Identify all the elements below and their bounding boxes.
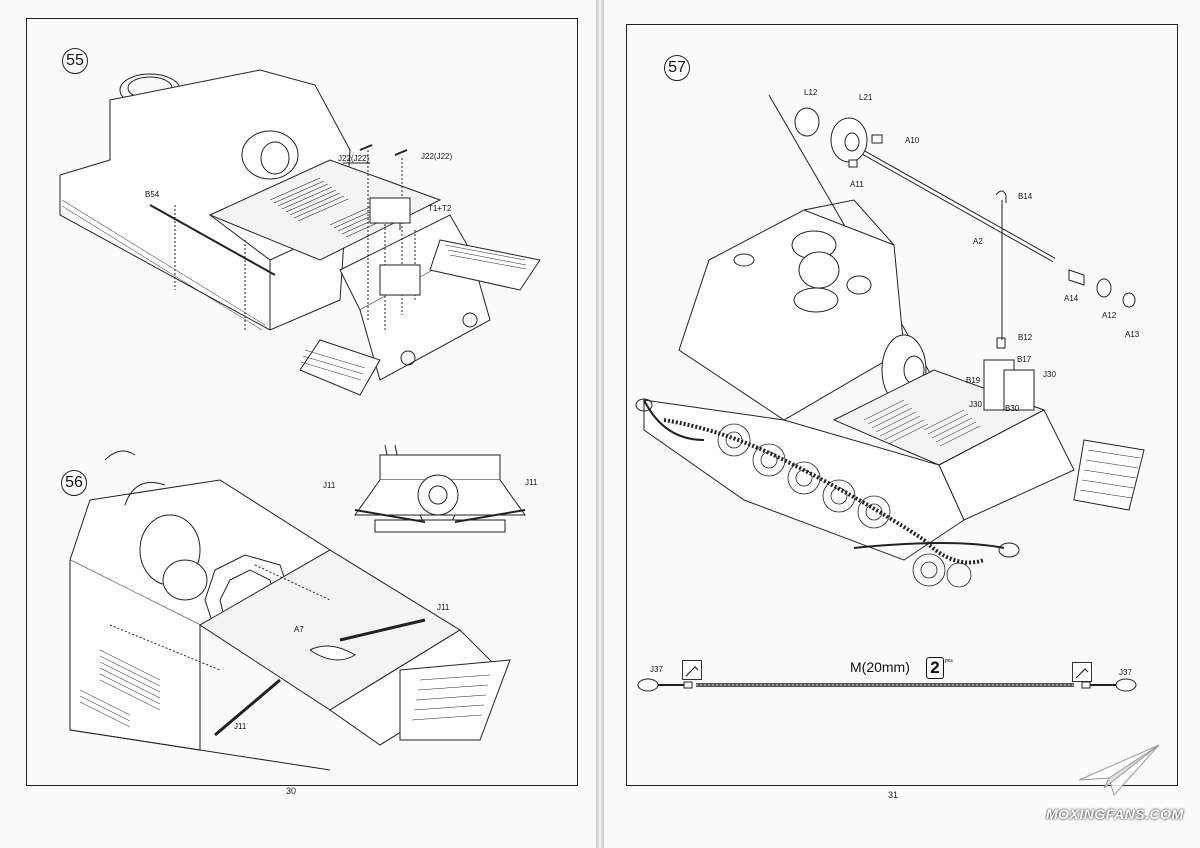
- tow-cable-illustration: [637, 678, 1137, 692]
- label-a2: A2: [973, 237, 983, 246]
- step-56-rear-inset: [354, 444, 526, 533]
- label-j30-right: J30: [1043, 370, 1056, 379]
- right-page: 57: [604, 0, 1200, 848]
- label-b12: B12: [1018, 333, 1033, 342]
- cable-quantity-unit: pcs: [945, 658, 953, 664]
- left-page-frame: [26, 18, 578, 786]
- right-page-frame: [626, 24, 1178, 786]
- page-number-right: 31: [888, 790, 899, 800]
- label-a7: A7: [294, 625, 304, 634]
- book-gutter: [596, 0, 604, 848]
- label-l12: L12: [804, 88, 818, 97]
- label-j11-inset-left: J11: [323, 481, 336, 490]
- label-j11-lower: J11: [234, 722, 247, 731]
- label-a11: A11: [850, 180, 864, 189]
- label-b17: B17: [1017, 355, 1032, 364]
- cable-length-label: M(20mm): [850, 659, 910, 675]
- label-b14: B14: [1018, 192, 1033, 201]
- paper-plane-logo: [1078, 744, 1160, 796]
- label-b30: B30: [1005, 404, 1020, 413]
- label-b19: B19: [966, 376, 981, 385]
- step-55-illustration: [59, 69, 541, 396]
- step-56-illustration: [69, 450, 511, 771]
- label-a10: A10: [905, 136, 920, 145]
- label-j11-main: J11: [437, 603, 450, 612]
- label-b54: B54: [145, 190, 160, 199]
- page-number-left: 30: [286, 786, 297, 796]
- label-t1-t2: T1+T2: [428, 204, 452, 213]
- cable-quantity-badge: 2: [926, 657, 944, 679]
- label-j22-right: J22(J22): [421, 152, 453, 161]
- watermark-text: MOXINGFANS.COM: [1046, 806, 1184, 822]
- left-page: 55: [0, 0, 596, 848]
- label-j11-inset-right: J11: [525, 478, 538, 487]
- label-j37-left: J37: [650, 665, 663, 674]
- cement-tube-icon-left: [682, 660, 702, 680]
- step-57-badge: 57: [664, 55, 690, 81]
- label-a14: A14: [1064, 294, 1079, 303]
- step-56-badge: 56: [61, 470, 87, 496]
- label-a13: A13: [1125, 330, 1140, 339]
- step-57-illustration: [635, 94, 1145, 588]
- label-j37-right: J37: [1119, 668, 1132, 677]
- step-55-badge: 55: [62, 48, 88, 74]
- label-a12: A12: [1102, 311, 1117, 320]
- label-j22-left: J22(J22): [338, 154, 370, 163]
- label-j30-left: J30: [969, 400, 982, 409]
- label-l21: L21: [859, 93, 873, 102]
